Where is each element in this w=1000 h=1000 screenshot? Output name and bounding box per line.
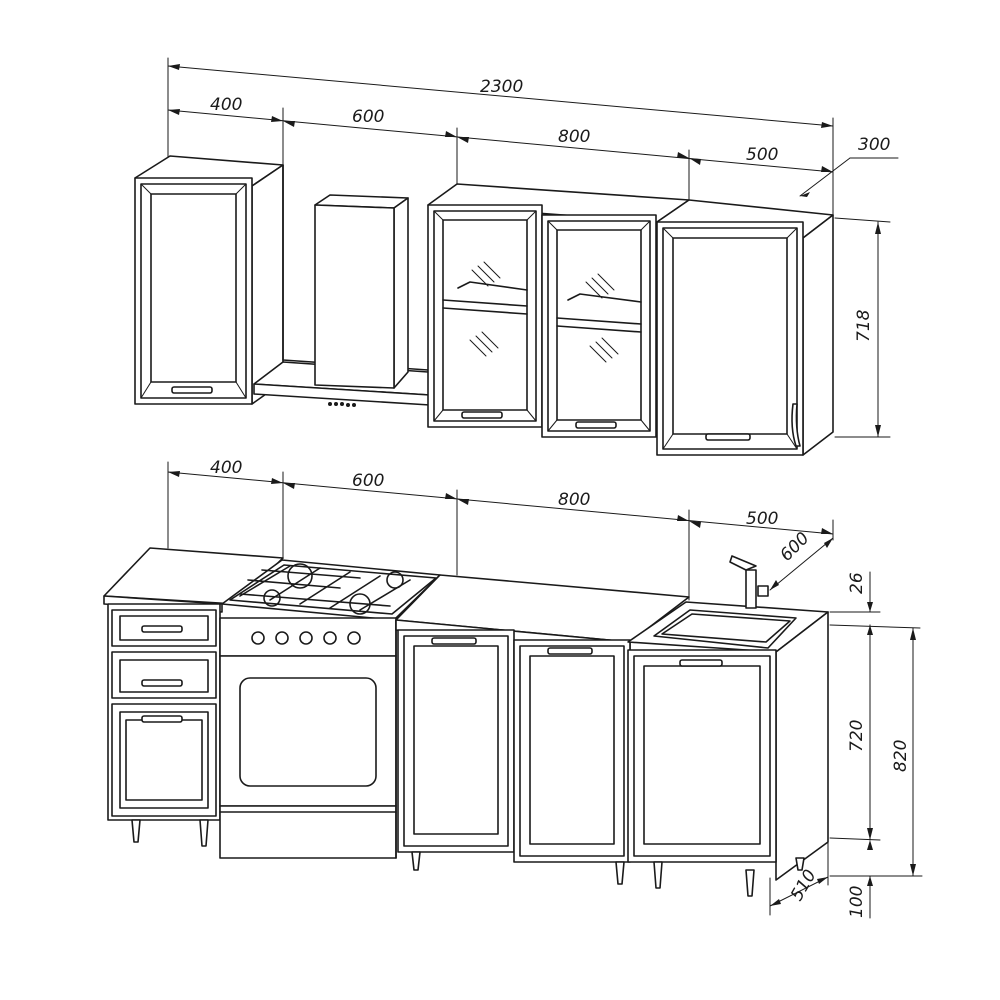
- upper-cabinet-left: [134, 155, 284, 405]
- handle-icon: [141, 625, 183, 633]
- dim-glass-cabinet: 800: [558, 127, 590, 147]
- leg-icon: [795, 857, 805, 871]
- oven-window: [239, 677, 377, 787]
- dim-sink-cabinet: 500: [746, 509, 778, 529]
- drawer-cabinet: [103, 547, 284, 847]
- dim-upper-height: 718: [854, 309, 874, 342]
- hood-control-buttons: [328, 402, 356, 407]
- faucet-icon: [729, 555, 769, 609]
- dim-upper-cabinet-left: 400: [210, 95, 242, 115]
- lower-dimensions: [167, 461, 923, 919]
- base-cabinet: [395, 574, 690, 885]
- leg-icon: [411, 851, 421, 871]
- handle-icon: [547, 647, 593, 655]
- dim-body-height: 720: [847, 720, 867, 752]
- range-hood: [253, 164, 458, 407]
- dim-base-cabinet: 800: [558, 490, 590, 510]
- handle-icon: [705, 433, 751, 441]
- dim-overall-width: 2300: [480, 77, 523, 97]
- dim-worktop-depth: 600: [776, 528, 813, 565]
- handle-icon: [141, 715, 183, 723]
- dim-stove: 600: [352, 471, 384, 491]
- upper-cabinet-right: [656, 199, 834, 456]
- dim-hood-space: 600: [352, 107, 384, 127]
- dim-drawer-cabinet: 400: [210, 458, 242, 478]
- handle-icon: [171, 386, 213, 394]
- handle-icon: [431, 637, 477, 645]
- dim-upper-depth: 300: [858, 135, 890, 155]
- dim-leg-height: 100: [847, 886, 867, 918]
- dim-worktop-thickness: 26: [847, 572, 867, 594]
- sink-cabinet: [627, 555, 829, 897]
- gas-stove: [219, 559, 441, 859]
- leg-icon: [653, 861, 663, 889]
- leg-icon: [615, 861, 625, 885]
- handle-icon: [141, 679, 183, 687]
- handle-icon: [461, 411, 503, 419]
- sink-bowl: [653, 609, 797, 649]
- leg-icon: [199, 819, 209, 847]
- handle-icon: [575, 421, 617, 429]
- dim-total-height: 820: [891, 740, 911, 772]
- dim-upper-cabinet-right: 500: [746, 145, 778, 165]
- hinge-icon: [791, 403, 801, 447]
- stove-knobs: [251, 631, 361, 645]
- leg-icon: [131, 819, 141, 843]
- upper-dimensions: [167, 57, 899, 438]
- upper-glass-cabinet: [427, 183, 690, 438]
- leg-icon: [745, 869, 755, 897]
- dim-carcass-depth: 510: [787, 866, 821, 904]
- burner-grates: [239, 563, 411, 615]
- handle-icon: [679, 659, 723, 667]
